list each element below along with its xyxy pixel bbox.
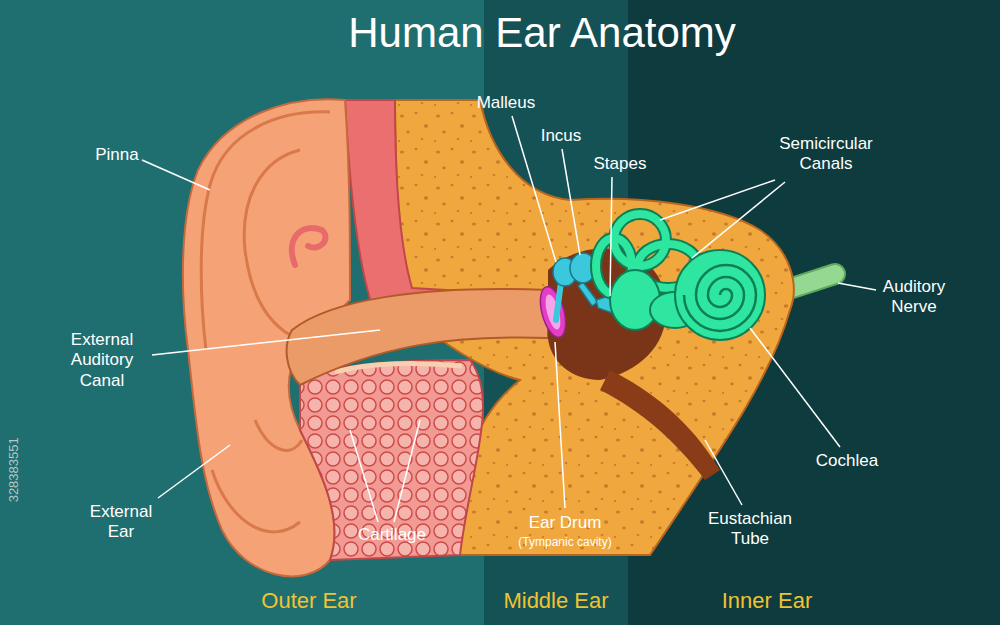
ear-section-band: Inner Ear xyxy=(628,0,1000,625)
section-label: Outer Ear xyxy=(229,588,389,614)
section-label: Inner Ear xyxy=(687,588,847,614)
cochlea-spiral xyxy=(684,265,756,331)
leader-line xyxy=(350,430,378,522)
part-label: Eustachian Tube xyxy=(695,509,805,550)
leader-line xyxy=(394,420,420,522)
tissue-rim xyxy=(335,364,462,372)
leader-line xyxy=(660,180,775,220)
ear-section-band: Middle Ear xyxy=(484,0,628,625)
leader-line xyxy=(152,330,380,355)
lobe-fold xyxy=(212,470,300,532)
diagram-title: Human Ear Anatomy xyxy=(242,8,842,58)
malleus-handle xyxy=(556,282,561,320)
part-label: Stapes xyxy=(580,154,660,174)
soft-tissue xyxy=(300,360,483,560)
ear-drawing xyxy=(183,99,835,576)
leader-line xyxy=(555,342,565,508)
helix-fold xyxy=(201,112,330,350)
inner-panel xyxy=(628,0,1000,625)
leader-line xyxy=(750,328,840,447)
leader-line xyxy=(838,283,876,290)
part-label: Semicircular Canals xyxy=(761,134,891,175)
auditory-canal xyxy=(287,289,548,385)
leader-line xyxy=(610,177,612,296)
part-label: Auditory Nerve xyxy=(864,277,964,318)
ear-section-band: Outer Ear xyxy=(0,0,484,625)
part-label: Incus xyxy=(526,126,596,146)
part-label: Malleus xyxy=(461,93,551,113)
leader-line xyxy=(142,160,210,190)
ear-drum-shape xyxy=(536,284,571,340)
cochlea-shape xyxy=(675,250,765,340)
leader-line xyxy=(158,445,230,498)
concha-fold xyxy=(292,228,326,265)
part-label: External Auditory Canal xyxy=(57,330,147,391)
leader-line xyxy=(562,149,580,255)
leader-line xyxy=(512,116,556,262)
part-label: (Tympanic cavity) xyxy=(500,535,630,549)
part-label: External Ear xyxy=(76,502,166,543)
section-label: Middle Ear xyxy=(476,588,636,614)
part-label: Pinna xyxy=(77,145,157,165)
watermark-id: 328383551 xyxy=(6,410,22,530)
leader-line xyxy=(705,440,742,505)
part-label: Cochlea xyxy=(797,451,897,471)
eustachian-tube xyxy=(600,370,720,480)
leader-lines xyxy=(142,116,876,522)
ear-drum-outer xyxy=(536,284,571,340)
part-label: Ear Drum xyxy=(510,513,620,533)
part-label: Cartilage xyxy=(342,525,442,545)
vestibule xyxy=(610,270,660,330)
leader-line xyxy=(692,182,785,258)
tragus-fold xyxy=(255,420,302,450)
cartilage-band xyxy=(345,100,480,322)
